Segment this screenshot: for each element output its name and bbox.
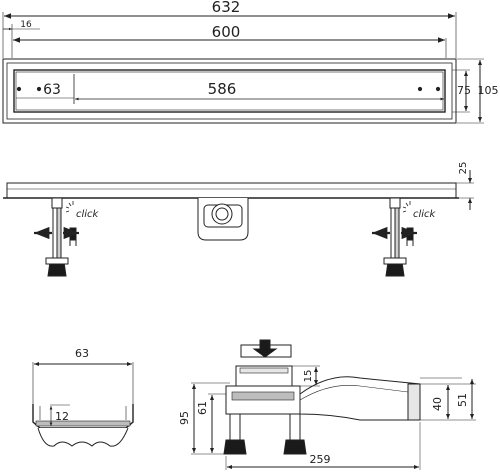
label-51: 51 [456,393,469,407]
label-click-right: click [413,209,437,220]
label-586: 586 [208,80,237,98]
label-632: 632 [212,0,241,16]
label-15: 15 [303,370,314,383]
side-view [3,170,474,277]
label-40: 40 [431,397,444,411]
adjustable-foot-right [372,197,417,277]
drain-outlet-center [197,198,249,241]
adjustable-foot-left [34,197,79,277]
top-view [2,12,484,124]
drain-outer-frame [2,58,457,124]
label-61: 61 [196,401,209,415]
label-95: 95 [178,411,191,425]
label-105: 105 [478,84,499,97]
outlet-section [191,339,476,470]
label-600: 600 [212,23,241,41]
label-63-top: 63 [43,82,61,98]
drain-grate [13,69,446,113]
dimension-labels: 632 16 600 63 586 75 105 25 click click … [20,0,498,466]
label-75: 75 [457,84,471,97]
label-12: 12 [55,410,69,423]
cross-section [32,362,134,447]
label-259: 259 [310,453,331,466]
drain-profile [6,182,457,199]
label-25: 25 [458,162,469,175]
label-click-left: click [76,209,100,220]
label-63-section: 63 [75,347,89,360]
label-16: 16 [20,20,32,30]
